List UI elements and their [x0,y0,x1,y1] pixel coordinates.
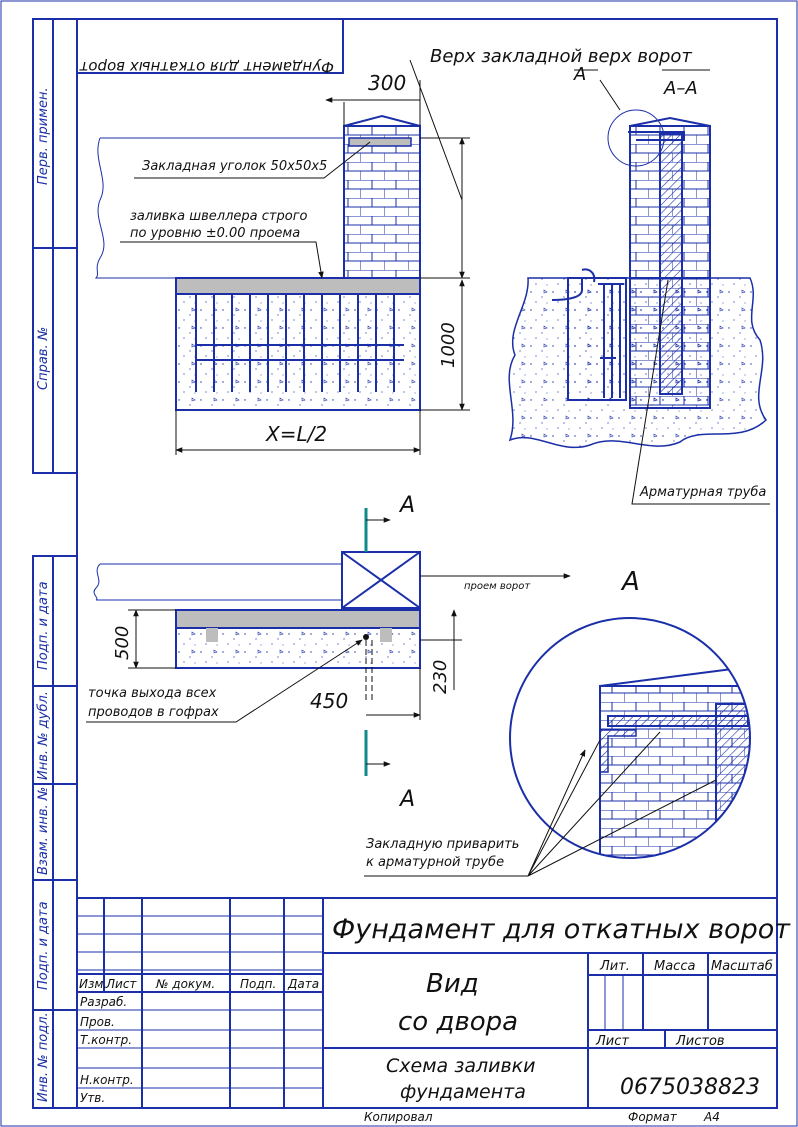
stamp-text-4: Взам. инв. № [36,787,51,875]
mirror-title: Фундамент для откатных ворот [78,58,334,76]
title-block [77,897,777,1108]
sheet-name-2: со двора [398,1007,518,1037]
label-wires-2: проводов в гофрах [88,705,219,720]
dim-xl: X=L/2 [265,422,327,446]
sheet-name-1: Вид [426,969,479,999]
label-fill-2: по уровню ±0.00 проема [130,226,300,241]
doc-name-1: Схема заливки [386,1055,535,1077]
sheet-label: Лист [595,1034,629,1049]
stamp-text-1: Справ. № [36,327,51,390]
copied-label: Копировал [364,1110,433,1124]
dim-300: 300 [368,71,406,95]
sheets-label: Листов [675,1034,725,1049]
row-2: Т.контр. [80,1033,132,1047]
row-3: Н.контр. [80,1073,134,1087]
row-1: Пров. [80,1015,115,1029]
row-4: Утв. [80,1091,105,1105]
label-weld-1: Закладную приварить [366,837,519,852]
top-view [94,59,470,455]
lit-label: Лит. [599,959,630,974]
col-0: Изм. [79,977,107,991]
cut-bottom: А [398,787,415,812]
stamp-text-2: Подп. и дата [36,581,51,670]
label-weld-2: к арматурной трубе [366,855,504,870]
label-angle: Закладная уголок 50х50х5 [142,159,327,174]
col-4: Дата [287,977,319,991]
dim-450: 450 [310,689,348,713]
dim-230: 230 [430,660,451,694]
detail-title: А [620,567,640,597]
main-title: Фундамент для откатных ворот [332,914,791,945]
col-3: Подп. [240,977,276,991]
mass-label: Масса [654,959,695,974]
section-aa [508,69,770,505]
row-0: Разраб. [80,995,127,1009]
section-title: А–А [663,78,698,99]
label-top: Верх закладной верх ворот [430,46,692,67]
stamp-text-6: Инв. № подл. [36,1012,51,1102]
scale-label: Масштаб [711,959,773,974]
format-value: А4 [703,1110,720,1124]
mirror-title-box [76,18,344,74]
format-label: Формат [628,1110,678,1124]
dim-1000: 1000 [438,322,459,368]
stamp-text-3: Инв. № дубл. [36,691,51,780]
plan-view [86,508,571,776]
doc-code: 0675038823 [620,1075,760,1100]
label-opening: проем ворот [464,581,531,592]
col-2: № докум. [155,977,215,991]
label-fill-1: заливка швеллера строго [130,209,308,224]
left-stamp-strip [32,18,78,1109]
section-callout: А [573,64,586,85]
dim-500: 500 [112,626,133,660]
rebar-frame [195,294,404,392]
doc-name-2: фундамента [400,1081,526,1103]
col-1: Лист [105,977,137,991]
stamp-text-0: Перв. примен. [36,87,51,185]
label-wires-1: точка выхода всех [88,686,217,701]
stamp-text-5: Подп. и дата [36,901,51,990]
cut-top: А [398,493,415,518]
label-pipe: Арматурная труба [639,485,766,500]
